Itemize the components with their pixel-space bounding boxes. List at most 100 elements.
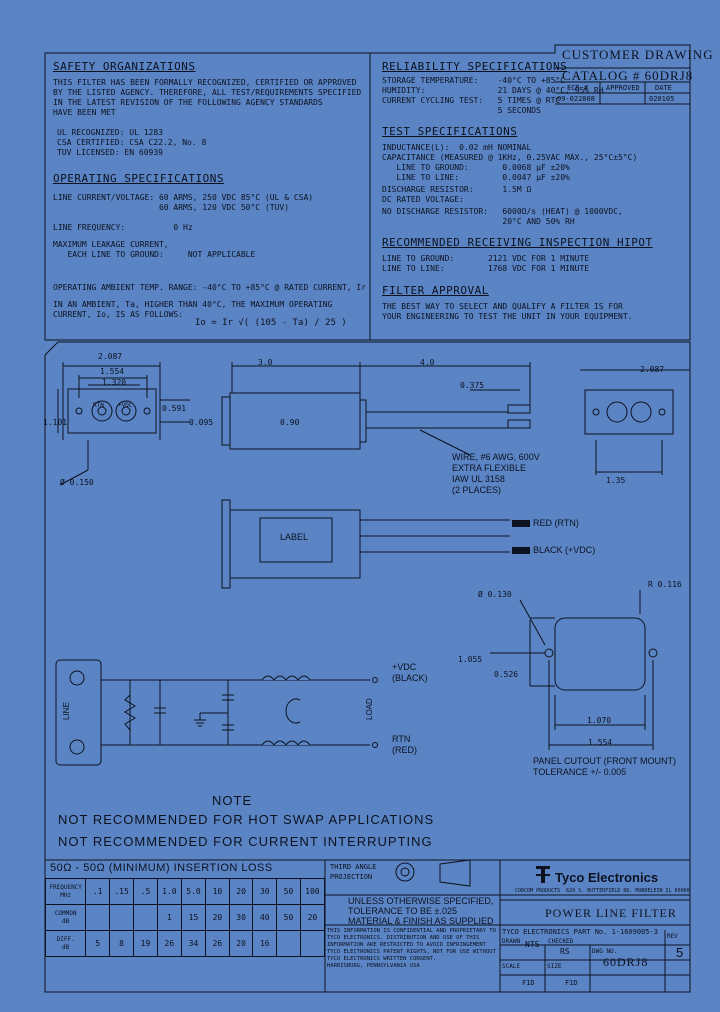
projection-line-1: PROJECTION <box>330 873 373 881</box>
label-text: LABEL <box>280 532 309 542</box>
insertion-title: 50Ω - 50Ω (MINIMUM) INSERTION LOSS <box>50 862 273 874</box>
confidential-4: TYCO ELECTRONICS WRITTEN CONSENT. <box>327 956 437 962</box>
insertion-cell: 5 <box>85 930 110 957</box>
dim-0526: 0.526 <box>494 670 519 679</box>
confidential-5: HARRISBURG, PENNSYLVANIA USA <box>327 963 420 969</box>
dim-3-0: 3.0 <box>258 358 273 367</box>
test-line-6: NO DISCHARGE RESISTOR: 6000Ω/s (HEAT) @ … <box>382 207 623 216</box>
insertion-cell: 15 <box>180 904 207 931</box>
test-line-3: LINE TO LINE: 0.0047 μF ±20% <box>382 173 570 182</box>
insertion-cell <box>133 904 158 931</box>
insertion-cell: 30 <box>228 904 254 931</box>
checked-label: CHECKED <box>548 938 574 945</box>
note-title: NOTE <box>212 793 253 808</box>
insertion-cell: 20 <box>299 904 326 931</box>
confidential-0: THIS INFORMATION IS CONFIDENTIAL AND PRO… <box>327 928 496 934</box>
insertion-cell: 40 <box>252 904 278 931</box>
dim-1101: 1.101 <box>43 418 68 427</box>
rev-value: 5 <box>676 945 684 960</box>
scale-label: SCALE <box>502 963 521 970</box>
dim-r0116: R 0.116 <box>648 580 682 589</box>
dim-4-0: 4.0 <box>420 358 435 367</box>
insertion-cell: 20 <box>228 930 254 957</box>
insertion-row-label-line: MHz <box>60 891 72 899</box>
insertion-cell <box>108 904 135 931</box>
reliability-title: RELIABILITY SPECIFICATIONS <box>382 60 568 73</box>
dim-1055: 1.055 <box>458 655 483 664</box>
operating-title: OPERATING SPECIFICATIONS <box>53 172 224 185</box>
insertion-row-label-line: COMMON <box>54 909 77 917</box>
insertion-cell: 50 <box>276 878 301 905</box>
dim-1554-cutout: 1.554 <box>588 738 613 747</box>
insertion-row-label-line: DIFF. <box>56 935 75 943</box>
black-wire-label: BLACK (+VDC) <box>533 545 596 555</box>
insertion-cell: .1 <box>85 878 110 905</box>
checked-value: RS <box>560 947 570 956</box>
dim-090: 0.90 <box>280 418 300 427</box>
rev-col-ecr: ECR # <box>567 84 589 92</box>
insertion-cell: 26 <box>156 930 182 957</box>
tyco-part-number: TYCO ELECTRONICS PART No. 1-1609005-3 <box>502 928 658 936</box>
dim-2087-right: 2.087 <box>640 365 665 374</box>
insertion-row-label-line: dB <box>62 943 70 951</box>
customer-drawing-label: CUSTOMER DRAWING <box>562 47 714 62</box>
wire-note-1: EXTRA FLEXIBLE <box>452 463 527 473</box>
wire-note-0: WIRE, #6 AWG, 600V <box>452 452 540 462</box>
test-line-0: INDUCTANCE(L): 0.02 mH NOMINAL <box>382 143 532 152</box>
size-value: F1D <box>565 979 578 987</box>
safety-line-3: HAVE BEEN MET <box>53 108 116 117</box>
insertion-cell: 20 <box>228 878 254 905</box>
dim-0130: Ø 0.130 <box>478 590 512 599</box>
insertion-cell: 26 <box>205 930 230 957</box>
dim-0375: 0.375 <box>460 381 485 390</box>
rev-label: REV <box>667 933 678 940</box>
cutout-note-1: TOLERANCE +/- 0.005 <box>533 767 627 777</box>
test-line-7: 20°C AND 50% RH <box>382 217 575 226</box>
schematic-line-label: LINE <box>62 702 71 720</box>
inspection-line-1: LINE TO LINE: 1768 VDC FOR 1 MINUTE <box>382 264 590 273</box>
schematic-rtn-color: (RED) <box>392 745 417 755</box>
dim-0150: Ø 0.150 <box>60 478 94 487</box>
projection-line-0: THIRD ANGLE <box>330 863 377 871</box>
rev-col-approved: APPROVED <box>606 84 640 92</box>
wire-note-3: (2 PLACES) <box>452 485 502 495</box>
rev-date-value: 020105 <box>649 95 675 103</box>
insertion-row-label-line: dB <box>62 917 70 925</box>
operating-line-6: EACH LINE TO GROUND: NOT APPLICABLE <box>53 250 256 259</box>
company-logo-name: Tyco Electronics <box>555 870 659 885</box>
operating-line-5: MAXIMUM LEAKAGE CURRENT, <box>53 240 169 249</box>
agency-tuv: TUV LICENSED: EN 60939 <box>57 148 163 157</box>
tolerance-line-0: UNLESS OTHERWISE SPECIFIED, <box>348 896 494 906</box>
dim-1070: 1.070 <box>587 716 612 725</box>
inspection-title: RECOMMENDED RECEIVING INSPECTION HIPOT <box>382 236 653 249</box>
insertion-cell: 1 <box>156 904 182 931</box>
operating-line-1: 60 ARMS, 120 VDC 50°C (TUV) <box>53 203 290 212</box>
approval-line-0: THE BEST WAY TO SELECT AND QUALIFY A FIL… <box>382 302 623 311</box>
insertion-row-label: DIFF.dB <box>44 930 87 957</box>
insertion-cell <box>299 930 326 957</box>
dim-0591: 0.591 <box>162 404 187 413</box>
dwg-label: DWG NO. <box>592 948 618 955</box>
reliability-line-0: STORAGE TEMPERATURE: -40°C TO +85°C <box>382 76 566 85</box>
insertion-cell: 30 <box>252 878 278 905</box>
insertion-cell: .15 <box>108 878 135 905</box>
insertion-cell: 100 <box>299 878 326 905</box>
company-address: CORCOM PRODUCTS 620 S. BUTTERFIELD RD. M… <box>515 888 690 894</box>
schematic-rtn: RTN <box>392 734 411 744</box>
insertion-cell: 19 <box>133 930 158 957</box>
note-line-1: NOT RECOMMENDED FOR CURRENT INTERRUPTING <box>58 834 433 849</box>
terminal-vdc-label: +VDC <box>118 402 133 409</box>
insertion-cell <box>85 904 110 931</box>
wire-note-2: IAW UL 3158 <box>452 474 505 484</box>
test-line-1: CAPACITANCE (MEASURED @ 1KHz, 0.25VAC MA… <box>382 153 638 162</box>
reliability-line-1: HUMIDITY: 21 DAYS @ 40°C, 95% RH <box>382 86 604 95</box>
current-formula: Io = Ir √( (105 - Ta) / 25 ) <box>195 318 347 328</box>
dim-2087-left: 2.087 <box>98 352 123 361</box>
insertion-cell: 50 <box>276 904 301 931</box>
safety-title: SAFETY ORGANIZATIONS <box>53 60 196 73</box>
